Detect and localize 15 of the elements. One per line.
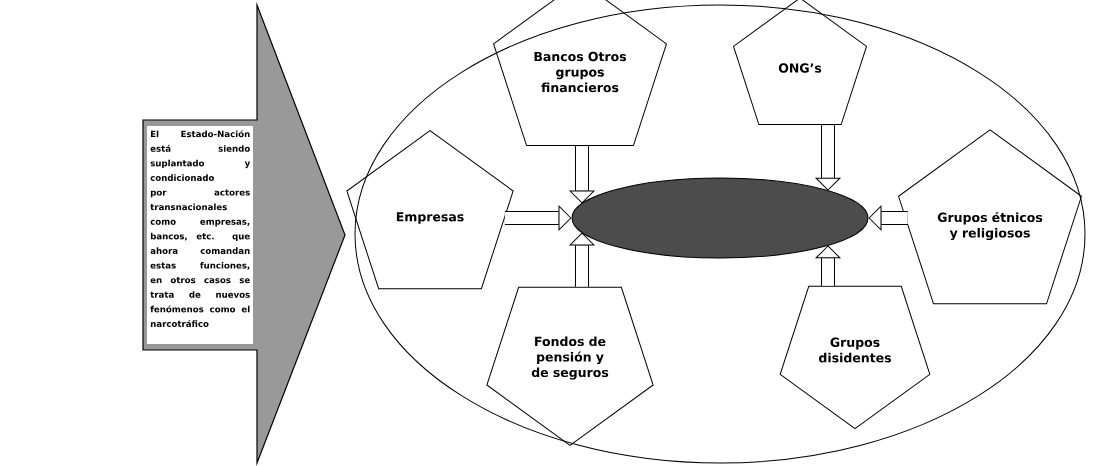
pentagon: Empresas [346, 130, 514, 290]
block-arrow [569, 232, 595, 287]
pentagon: ONG’s [733, 0, 867, 126]
block-arrow [569, 146, 595, 204]
block-arrow [504, 205, 572, 231]
pentagon: Fondos de pensión y de seguros [486, 286, 654, 446]
pentagon: Grupos disidentes [779, 285, 931, 430]
block-arrow [815, 245, 841, 286]
central-ellipse [571, 177, 869, 259]
arrow-text: El Estado-Nación está siendo suplantado y condicionado por actores transnacionales como empresas, bancos, etc. que ahora comandan estas funciones, en otros casos se trata de nuevos fenómenos como el narcotráfico [150, 130, 251, 327]
pentagon: Bancos Otros grupos financieros [493, 0, 667, 147]
block-arrow [868, 205, 908, 231]
outer-ellipse [354, 4, 1086, 464]
pentagon: Grupos étnicos y religiosos [898, 129, 1082, 305]
block-arrow [815, 125, 841, 191]
